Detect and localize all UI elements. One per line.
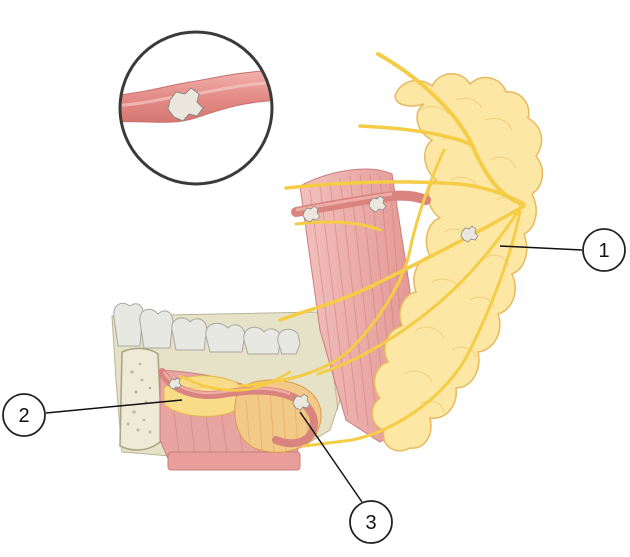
leader-line-2 xyxy=(45,399,183,414)
nerves xyxy=(178,52,526,448)
submandibular-duct xyxy=(158,368,318,448)
nerve xyxy=(358,124,472,146)
tooth xyxy=(113,302,144,347)
callout-1: 1 xyxy=(499,228,626,272)
ducts xyxy=(158,190,431,448)
nerve xyxy=(376,52,524,206)
callout-2: 2 xyxy=(2,393,183,437)
tooth xyxy=(277,328,301,355)
salivary-stone xyxy=(292,393,311,411)
callout-circle-2 xyxy=(2,393,46,437)
nerve xyxy=(178,370,292,392)
callout-3: 3 xyxy=(299,411,393,544)
salivary-stone xyxy=(368,195,387,213)
teeth xyxy=(113,302,301,355)
nerve xyxy=(278,204,526,322)
tooth xyxy=(139,308,174,349)
callout-label-2: 2 xyxy=(18,405,29,427)
salivary-stone xyxy=(460,225,479,243)
tooth xyxy=(171,317,208,351)
callout-circle-3 xyxy=(349,500,393,544)
salivary-stones xyxy=(168,195,479,411)
callout-label-3: 3 xyxy=(365,512,376,534)
inset-frame xyxy=(118,30,274,186)
nerve xyxy=(294,220,382,232)
salivary-stone xyxy=(168,377,182,390)
callout-circle-1 xyxy=(582,228,626,272)
nerve xyxy=(238,148,446,388)
salivary-stone xyxy=(302,205,321,223)
nerve xyxy=(316,206,522,376)
leader-line-1 xyxy=(499,245,583,251)
tooth xyxy=(205,322,246,353)
nerve xyxy=(284,180,526,206)
inset-salivary-stone xyxy=(167,87,204,122)
inset-magnified-duct xyxy=(118,30,274,186)
callout-label-1: 1 xyxy=(598,240,609,262)
tooth xyxy=(243,326,282,355)
leader-line-3 xyxy=(299,411,363,503)
parotid-duct xyxy=(291,190,431,217)
nerve xyxy=(302,210,522,448)
